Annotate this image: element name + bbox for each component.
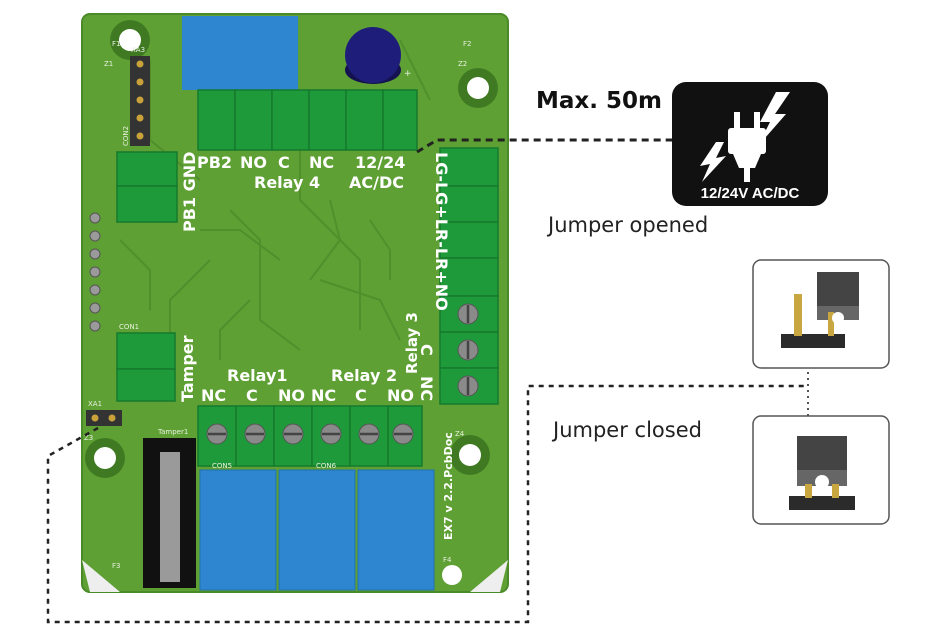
silk-z2: Z2	[458, 60, 467, 68]
jumper-closed-icon	[752, 415, 890, 525]
jumper-loop-line	[46, 384, 808, 624]
relay-top	[182, 16, 298, 90]
screw-terminals-bottom	[206, 423, 414, 445]
relay-bottom-3	[357, 469, 435, 591]
label-relay4: Relay 4	[254, 173, 320, 192]
power-badge: 12/24V AC/DC	[672, 82, 828, 206]
label-b-no1: NO	[278, 386, 305, 405]
side-connector	[89, 212, 101, 332]
silk-con5: CON5	[212, 462, 232, 470]
silk-z4: Z4	[455, 430, 465, 438]
silk-f1: F1	[112, 40, 120, 48]
pcb-board: F1 F2 F3 F4 Z1 Z2 Z3 Z4 XA1 XA3 CON1 CON…	[81, 13, 509, 593]
label-acdc: AC/DC	[349, 173, 404, 192]
silk-con1: CON1	[119, 323, 139, 331]
mounting-hole	[458, 68, 498, 108]
screw-terminals-right	[457, 303, 479, 397]
silk-con2: CON2	[122, 126, 130, 146]
label-no-top: NO	[240, 153, 267, 172]
label-b-c2: C	[355, 386, 367, 405]
max-distance-label: Max. 50m	[536, 88, 662, 114]
terminal-block-top	[197, 89, 418, 151]
silk-f2: F2	[463, 40, 471, 48]
jumper-closed-label: Jumper closed	[553, 418, 702, 442]
header-xa3	[130, 56, 150, 146]
label-b-nc2: NC	[311, 386, 336, 405]
silk-z1: Z1	[104, 60, 113, 68]
mounting-hole	[442, 565, 462, 585]
silk-xa1: XA1	[88, 400, 102, 408]
mounting-hole	[110, 20, 150, 60]
label-version: EX7 v 2.2.PcbDoc	[442, 432, 455, 540]
jumper-opened-label: Jumper opened	[548, 213, 709, 237]
label-relay3-nc: NC	[417, 376, 436, 401]
label-relay2: Relay 2	[331, 366, 397, 385]
silk-plus: +	[404, 69, 412, 79]
mounting-hole	[450, 435, 490, 475]
label-pb1-gnd: PB1 GND	[180, 152, 199, 232]
tamper-switch	[143, 438, 196, 588]
label-lg-lr-no: LG-LG+LR-LR+NO	[432, 152, 451, 311]
terminal-block-tamper	[116, 332, 176, 402]
label-b-nc1: NC	[201, 386, 226, 405]
terminal-block-pb1	[116, 151, 178, 223]
jumper-xa1	[86, 410, 122, 426]
relay-bottom-2	[278, 469, 356, 591]
label-nc-top: NC	[309, 153, 334, 172]
silk-xa3: XA3	[131, 46, 145, 54]
capacitor	[345, 27, 401, 84]
label-relay3: Relay 3	[403, 312, 421, 374]
label-tamper: Tamper	[178, 335, 197, 402]
label-relay3-c: C	[417, 344, 436, 356]
plug-lightning-icon	[700, 92, 790, 182]
power-badge-text: 12/24V AC/DC	[701, 185, 800, 202]
relay-bottom-1	[199, 469, 277, 591]
silk-f4: F4	[443, 556, 452, 564]
silk-z3: Z3	[84, 434, 93, 442]
label-b-no2: NO	[387, 386, 414, 405]
label-relay1: Relay1	[227, 366, 288, 385]
label-b-c1: C	[246, 386, 258, 405]
mounting-hole	[85, 438, 125, 478]
terminal-block-bottom	[197, 405, 423, 467]
silk-f3: F3	[112, 562, 120, 570]
label-12-24: 12/24	[355, 153, 405, 172]
silk-con6: CON6	[316, 462, 337, 470]
jumper-opened-icon	[752, 259, 890, 369]
label-pb2: PB2	[197, 153, 232, 172]
label-c-top: C	[278, 153, 290, 172]
terminal-block-right	[439, 147, 499, 405]
silk-tamper1: Tamper1	[157, 428, 188, 436]
